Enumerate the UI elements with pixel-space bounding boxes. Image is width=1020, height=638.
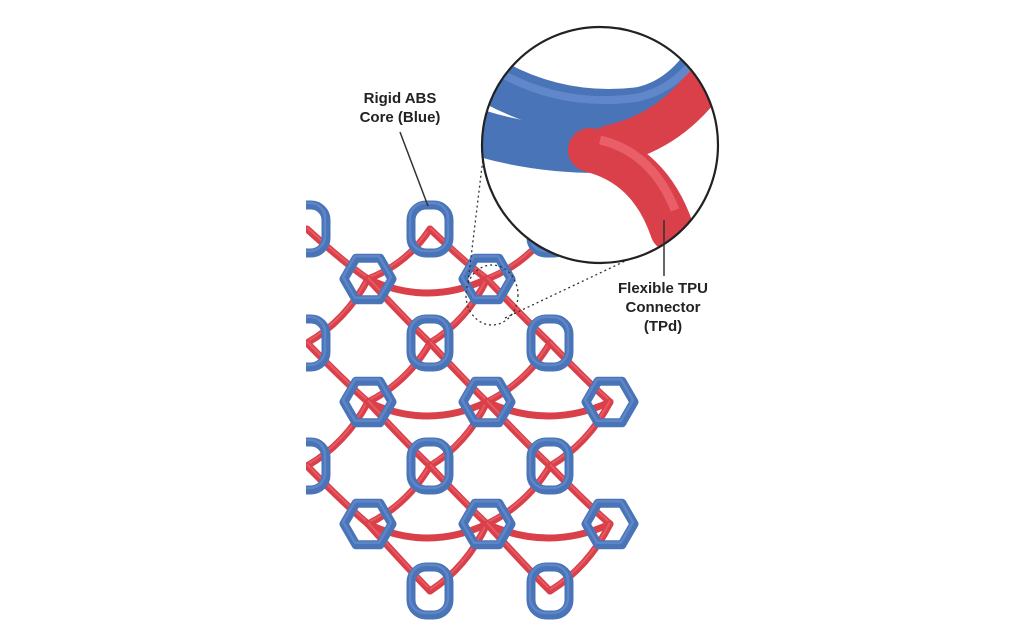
abs-core-highlight (528, 438, 570, 490)
tpu-connector (426, 339, 491, 406)
tpu-connector (306, 225, 372, 283)
rigid-core-leader (399, 131, 429, 207)
zoom-tpu-highlight (598, 135, 680, 212)
zoom-source-ellipse (465, 264, 519, 326)
tpu-connector (364, 275, 491, 297)
abs-core-highlight (528, 315, 570, 367)
tpu-connector-highlight (486, 340, 551, 402)
tpu-connector-highlight (367, 276, 431, 343)
abs-core-highlight (341, 377, 393, 423)
zoom-tpu-tube-lower (568, 128, 694, 252)
tpu-connector-highlight (367, 340, 431, 402)
abs-core-highlight (306, 201, 327, 253)
tpu-connector (483, 520, 554, 595)
tpu-connector-highlight (429, 277, 488, 343)
tpu-connector-highlight (306, 226, 369, 279)
tpu-connector-highlight (367, 226, 431, 279)
tpu-connector (483, 275, 554, 347)
abs-core-highlight (408, 563, 450, 615)
tpu-connector (364, 339, 434, 406)
tpu-connector-highlight (367, 463, 431, 524)
lattice-structure (306, 200, 639, 620)
tpu-connector-highlight (486, 521, 551, 591)
abs-core-highlight (460, 254, 512, 300)
abs-core-highlight (460, 377, 512, 423)
tpu-connector-highlight (549, 463, 611, 524)
tpu-connector (426, 225, 491, 283)
abs-core-highlight (306, 315, 327, 367)
abs-core-highlight (306, 438, 327, 490)
tpu-connector-highlight (429, 226, 488, 279)
flexible-connector-label-line2: Connector (625, 299, 701, 316)
tpu-connector (483, 398, 614, 420)
flexible-connector-label-line1: Flexible TPU (617, 280, 709, 297)
tpu-connector-highlight (549, 522, 611, 591)
tpu-connector-highlight (549, 340, 611, 402)
tpu-connector-highlight (429, 463, 488, 524)
tpu-connector-highlight (429, 522, 488, 591)
tpu-connector-highlight (367, 521, 431, 591)
tpu-connector (483, 398, 554, 470)
tpu-connector (364, 275, 434, 347)
tpu-connector (364, 520, 434, 595)
tpu-connector-highlight (429, 400, 488, 466)
tpu-connector-highlight (306, 463, 369, 524)
tpu-connector-highlight (429, 340, 488, 402)
zoom-inset-border (480, 25, 720, 265)
rigid-core-label-line2: Core (Blue) (359, 109, 441, 126)
tpu-connector-highlight (486, 399, 551, 466)
zoom-line-upper (467, 149, 485, 283)
tpu-connector-highlight (306, 277, 369, 343)
abs-core-highlight (408, 201, 450, 253)
flexible-connector-label-line3: (TPd) (643, 318, 683, 335)
core-layer (306, 200, 639, 620)
tpu-connector-highlight (306, 400, 369, 466)
abs-core-highlight (460, 499, 512, 545)
tpu-connector (306, 462, 372, 528)
tpu-connector (546, 462, 614, 528)
abs-core-highlight (408, 438, 450, 490)
tpu-connector (364, 462, 434, 528)
abs-core-highlight (528, 563, 570, 615)
zoom-abs-highlight (492, 38, 712, 105)
tpu-connector (364, 398, 491, 420)
tpu-connector-highlight (486, 463, 551, 524)
abs-core-highlight (341, 254, 393, 300)
tpu-connector (483, 462, 554, 528)
abs-core-highlight (583, 377, 635, 423)
tpu-connector (364, 520, 491, 542)
tpu-connector-highlight (367, 399, 431, 466)
abs-core-highlight (341, 499, 393, 545)
tpu-connector (426, 462, 491, 528)
tpu-connector (483, 520, 614, 542)
tpu-connector (306, 339, 372, 406)
connector-layer (306, 225, 614, 595)
tpu-connector (306, 398, 372, 470)
tpu-connector-highlight (306, 340, 369, 402)
zoom-inset (480, 25, 720, 265)
abs-core-highlight (408, 315, 450, 367)
rigid-core-label-line1: Rigid ABS (363, 90, 437, 107)
zoom-connector-lines (465, 149, 641, 326)
abs-core-highlight (583, 499, 635, 545)
tpu-connector-highlight (549, 400, 611, 466)
leader-lines (399, 131, 665, 276)
tpu-connector-highlight (486, 276, 551, 343)
tpu-connector (483, 339, 554, 406)
flexible-connector-label: Flexible TPU Connector (TPd) (598, 279, 728, 336)
rigid-core-label: Rigid ABS Core (Blue) (330, 89, 470, 127)
tpu-connector (546, 339, 614, 406)
tpu-connector (306, 275, 372, 347)
tpu-connector (364, 398, 434, 470)
